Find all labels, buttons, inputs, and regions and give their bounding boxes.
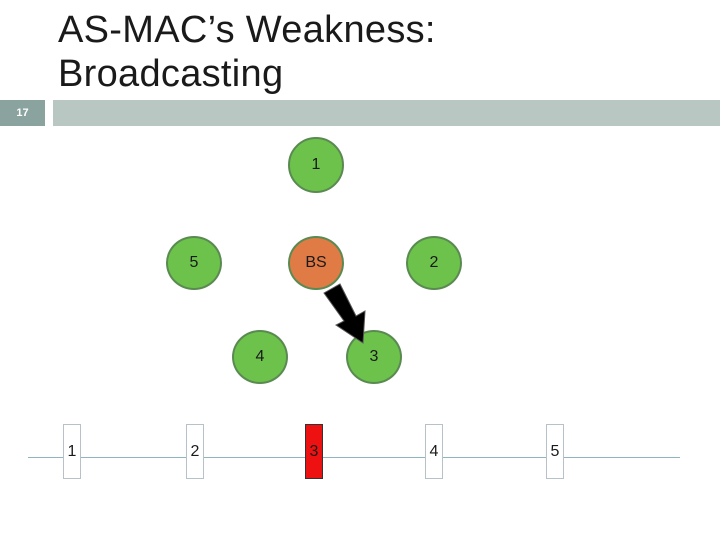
node-3: 3 — [346, 330, 402, 384]
slide-title: AS-MAC’s Weakness: Broadcasting — [58, 8, 698, 96]
time-slot-1: 1 — [63, 424, 81, 479]
time-slot-3-active: 3 — [305, 424, 323, 479]
slide-title-line-1: AS-MAC’s Weakness: — [58, 9, 436, 51]
slide-number: 17 — [0, 100, 45, 126]
node-5: 5 — [166, 236, 222, 290]
time-slot-5: 5 — [546, 424, 564, 479]
title-underline-bar — [53, 100, 720, 126]
timeline-axis — [28, 457, 680, 458]
time-slot-4: 4 — [425, 424, 443, 479]
node-1: 1 — [288, 137, 344, 193]
base-station-node: BS — [288, 236, 344, 290]
slide-title-line-2: Broadcasting — [58, 53, 284, 95]
time-slot-2: 2 — [186, 424, 204, 479]
node-2: 2 — [406, 236, 462, 290]
node-4: 4 — [232, 330, 288, 384]
